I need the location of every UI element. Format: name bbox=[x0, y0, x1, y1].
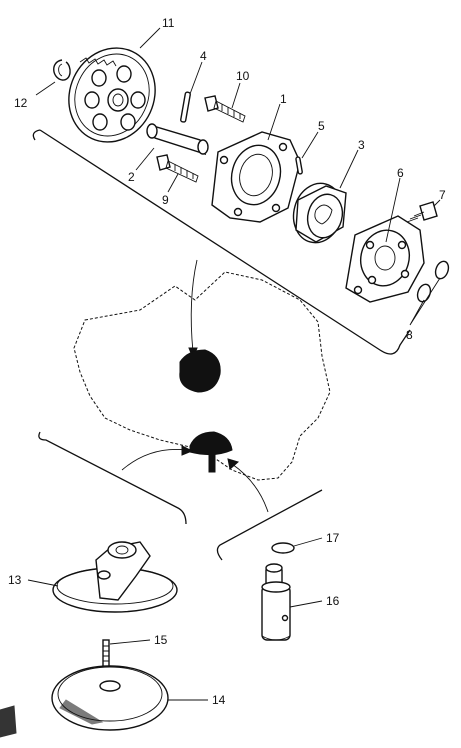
leader-12 bbox=[35, 81, 56, 96]
oil-pump-gear bbox=[68, 47, 156, 143]
bolt-10 bbox=[204, 95, 246, 123]
callout-4: 4 bbox=[200, 49, 207, 63]
callout-15: 15 bbox=[154, 633, 168, 647]
o-ring-17 bbox=[271, 542, 295, 554]
leader-2 bbox=[135, 147, 155, 171]
upper-guide-arrow bbox=[190, 259, 198, 353]
pump-housing bbox=[211, 131, 301, 223]
callout-3: 3 bbox=[358, 138, 365, 152]
screw-7 bbox=[406, 201, 438, 223]
leader-5 bbox=[301, 131, 319, 159]
leader-6 bbox=[385, 177, 401, 243]
lower-right-arrow-head bbox=[227, 458, 240, 470]
engine-pump-seat bbox=[179, 349, 221, 393]
leader-3 bbox=[339, 149, 359, 189]
leader-13 bbox=[27, 579, 59, 587]
callout-14: 14 bbox=[212, 693, 226, 707]
leader-16 bbox=[289, 600, 323, 608]
callout-2: 2 bbox=[128, 170, 135, 184]
leader-9 bbox=[167, 173, 179, 193]
callout-16: 16 bbox=[326, 594, 340, 608]
circlip bbox=[53, 59, 71, 81]
lower-left-frame bbox=[38, 431, 187, 525]
lower-right-frame bbox=[216, 489, 323, 561]
callout-1: 1 bbox=[280, 92, 287, 106]
callout-8: 8 bbox=[406, 328, 413, 342]
upper-frame-line bbox=[39, 129, 411, 355]
lower-right-guide bbox=[231, 463, 269, 513]
pump-rotor bbox=[292, 182, 347, 244]
callout-12: 12 bbox=[14, 96, 28, 110]
callout-17: 17 bbox=[326, 531, 340, 545]
strainer-cover bbox=[51, 665, 169, 731]
pump-cover bbox=[345, 215, 425, 303]
dowel-pin-5 bbox=[295, 156, 303, 175]
upper-frame-corner bbox=[32, 129, 41, 141]
lower-left-guide bbox=[121, 449, 187, 471]
callout-5: 5 bbox=[318, 119, 325, 133]
callout-6: 6 bbox=[397, 166, 404, 180]
relief-valve bbox=[261, 563, 291, 641]
callout-7: 7 bbox=[439, 188, 446, 202]
leader-8 bbox=[409, 277, 441, 326]
leader-17 bbox=[293, 537, 323, 547]
callout-13: 13 bbox=[8, 573, 22, 587]
leader-10 bbox=[231, 82, 241, 109]
callout-9: 9 bbox=[162, 193, 169, 207]
pump-shaft bbox=[146, 123, 209, 156]
dowel-pin-4 bbox=[180, 91, 191, 123]
strainer-seat bbox=[189, 431, 233, 473]
oil-strainer bbox=[52, 541, 178, 613]
bolt-9 bbox=[156, 154, 199, 183]
callout-10: 10 bbox=[236, 69, 250, 83]
leader-4 bbox=[189, 61, 203, 95]
leader-1 bbox=[267, 103, 281, 141]
engine-outline bbox=[73, 271, 331, 481]
leader-11 bbox=[139, 27, 161, 49]
corner-stamp-icon bbox=[0, 705, 17, 738]
leader-7 bbox=[433, 199, 441, 207]
leader-15 bbox=[109, 639, 151, 645]
lower-left-arrow-head bbox=[181, 445, 194, 456]
o-rings bbox=[416, 260, 450, 303]
callout-11: 11 bbox=[162, 16, 175, 30]
